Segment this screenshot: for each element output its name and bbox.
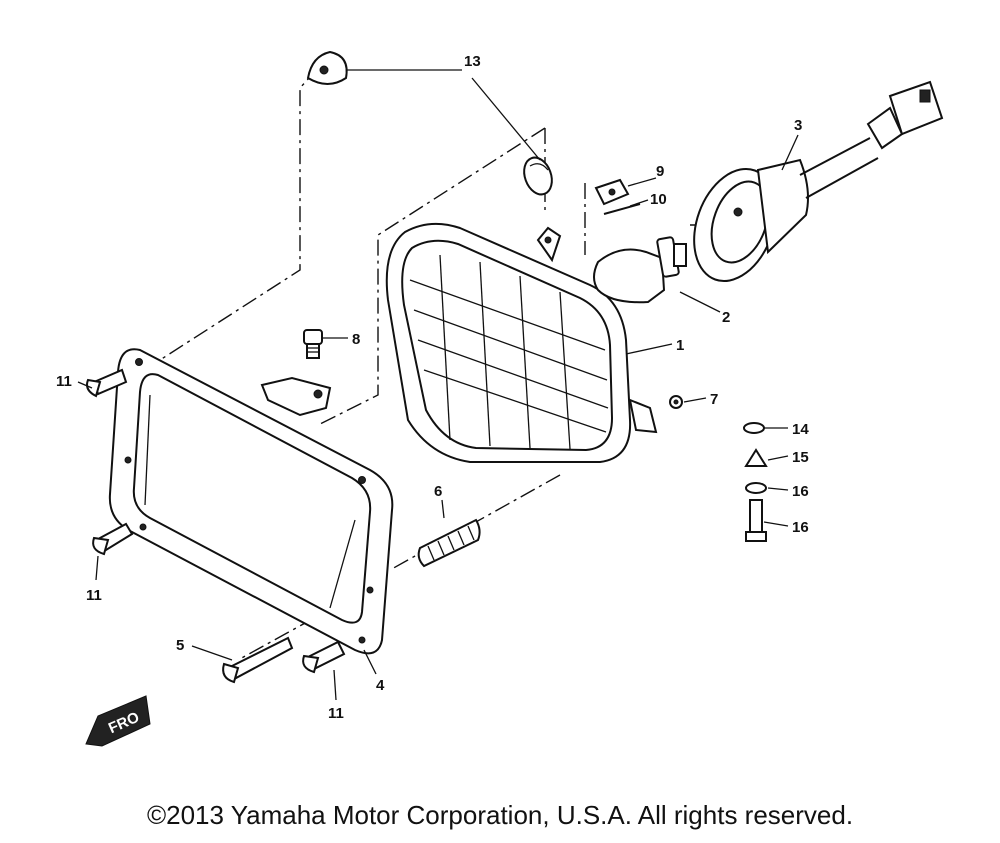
grommet-part-12 bbox=[306, 50, 553, 196]
callout-7: 7 bbox=[710, 391, 718, 408]
screw-part-11-lower bbox=[302, 640, 346, 674]
spring-part-6 bbox=[417, 518, 481, 568]
callout-11-left: 11 bbox=[86, 587, 102, 604]
callout-11-lower: 11 bbox=[328, 705, 344, 722]
callout-labels: 13 3 9 10 2 1 8 7 14 15 16 16 6 11 11 11… bbox=[56, 53, 809, 722]
spring-part-10 bbox=[603, 203, 641, 215]
callout-10: 10 bbox=[650, 191, 667, 208]
leader-lines bbox=[77, 69, 799, 701]
nut-part-7 bbox=[669, 395, 683, 409]
headlight-rim-part-4 bbox=[108, 348, 394, 655]
copyright-notice: ©2013 Yamaha Motor Corporation, U.S.A. A… bbox=[146, 800, 854, 830]
callout-5: 5 bbox=[176, 637, 184, 654]
headlight-assembly-drawing: FRO 13 3 9 10 2 1 8 7 14 15 16 16 6 11 1… bbox=[56, 50, 944, 747]
callout-14: 15 bbox=[792, 449, 809, 466]
socket-harness-part-3 bbox=[693, 80, 944, 283]
callout-13: 14 bbox=[792, 421, 809, 438]
callout-1: 1 bbox=[676, 337, 684, 354]
sealed-beam-unit-part-1 bbox=[385, 222, 658, 463]
callout-12: 13 bbox=[464, 53, 481, 70]
spacer-part-14 bbox=[744, 448, 768, 467]
front-direction-marker: FRO bbox=[85, 695, 151, 747]
callout-4: 4 bbox=[376, 677, 385, 694]
callout-8: 8 bbox=[352, 331, 360, 348]
callout-16: 16 bbox=[792, 519, 809, 536]
callout-15: 16 bbox=[792, 483, 809, 500]
callout-11-upper: 11 bbox=[56, 373, 72, 390]
washer-part-15 bbox=[745, 482, 767, 494]
screw-part-8 bbox=[303, 329, 323, 359]
clip-part-9 bbox=[594, 178, 630, 206]
adjuster-screw-part-5 bbox=[222, 636, 294, 684]
screw-part-11-left bbox=[92, 522, 134, 556]
callout-2: 2 bbox=[722, 309, 730, 326]
bolt-part-16 bbox=[745, 499, 767, 542]
screw-part-11-upper bbox=[86, 368, 128, 398]
callout-3: 3 bbox=[794, 117, 802, 134]
callout-6: 6 bbox=[434, 483, 442, 500]
bulb-part-2 bbox=[593, 236, 687, 304]
callout-9: 9 bbox=[656, 163, 664, 180]
washer-part-13 bbox=[743, 422, 765, 434]
